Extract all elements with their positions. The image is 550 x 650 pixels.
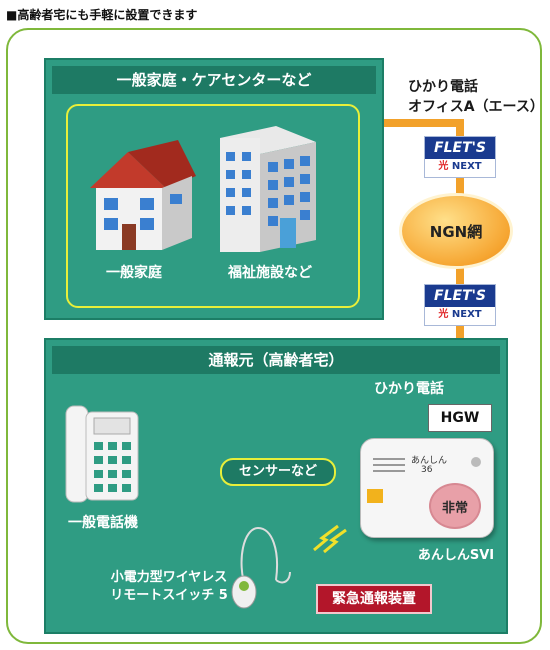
remote-label-line2: リモートスイッチ 5 bbox=[110, 588, 228, 603]
hikari-label: ひかり電話 bbox=[374, 381, 444, 397]
wireless-signal-icon bbox=[313, 524, 347, 554]
flets-logo-bottom: FLET'S 光 NEXT bbox=[424, 284, 496, 326]
wireless-remote-icon bbox=[231, 526, 291, 609]
top-panel: 一般家庭・ケアセンターなど bbox=[44, 58, 384, 320]
device-caption: あんしんSVI bbox=[417, 548, 495, 563]
facility-box bbox=[66, 104, 360, 308]
phone-icon bbox=[65, 405, 139, 503]
indicator-light bbox=[471, 457, 481, 467]
ngn-network: NGN網 bbox=[402, 196, 510, 266]
flets-logo-top: FLET'S 光 NEXT bbox=[424, 136, 496, 178]
speaker-grille-icon bbox=[373, 458, 405, 472]
warning-label-icon bbox=[367, 489, 383, 503]
flets-logo-text: FLET'S bbox=[425, 285, 495, 307]
bottom-panel-title: 通報元（高齢者宅） bbox=[52, 346, 500, 374]
device-brand: あんしん bbox=[411, 456, 448, 466]
flets-next-text: NEXT bbox=[451, 309, 482, 320]
panic-button[interactable]: 非常 bbox=[429, 483, 481, 529]
building-icon bbox=[220, 126, 316, 252]
emergency-device: あんしん 36 非常 bbox=[360, 438, 494, 538]
flets-next: 光 NEXT bbox=[425, 307, 495, 323]
device-model-number: 36 bbox=[421, 465, 433, 475]
service-label-line1: ひかり電話 bbox=[408, 79, 478, 95]
flets-next: 光 NEXT bbox=[425, 159, 495, 175]
building-label: 福祉施設など bbox=[228, 265, 312, 281]
flets-hikari-mark: 光 bbox=[438, 309, 449, 320]
hgw-box: HGW bbox=[428, 404, 492, 432]
page-heading: ■高齢者宅にも手軽に設置できます bbox=[6, 8, 198, 22]
service-label-line2: オフィスA（エース） bbox=[408, 99, 544, 115]
top-panel-title: 一般家庭・ケアセンターなど bbox=[52, 66, 376, 94]
house-label: 一般家庭 bbox=[106, 265, 162, 281]
flets-hikari-mark: 光 bbox=[438, 161, 449, 172]
sensor-label: センサーなど bbox=[220, 458, 336, 486]
emergency-device-label: 緊急通報装置 bbox=[316, 584, 432, 614]
flets-logo-text: FLET'S bbox=[425, 137, 495, 159]
remote-label-line1: 小電力型ワイヤレス bbox=[110, 570, 228, 585]
house-icon bbox=[90, 140, 196, 250]
flets-next-text: NEXT bbox=[451, 161, 482, 172]
phone-label: 一般電話機 bbox=[68, 515, 138, 531]
